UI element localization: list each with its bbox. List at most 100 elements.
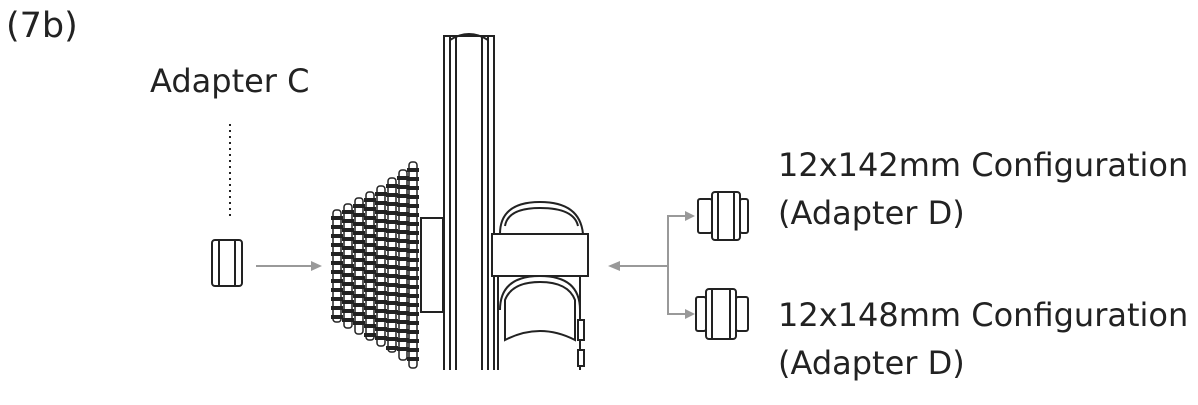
cog-tooth bbox=[353, 258, 365, 262]
cog-tooth bbox=[353, 312, 365, 316]
cog-tooth bbox=[386, 310, 398, 314]
cog-tooth bbox=[407, 348, 419, 352]
cog-tooth bbox=[364, 306, 376, 310]
cog-tooth bbox=[364, 288, 376, 292]
cog-tooth bbox=[364, 324, 376, 328]
cog-tooth bbox=[407, 339, 419, 343]
cog-tooth bbox=[397, 302, 409, 306]
cog-tooth bbox=[375, 210, 387, 214]
cog-tooth bbox=[386, 193, 398, 197]
cog-tooth bbox=[331, 270, 343, 274]
cog-tooth bbox=[386, 274, 398, 278]
cog-tooth bbox=[407, 222, 419, 226]
cog-tooth bbox=[407, 195, 419, 199]
cog-tooth bbox=[407, 312, 419, 316]
cog-tooth bbox=[375, 273, 387, 277]
cog-tooth bbox=[353, 231, 365, 235]
cog-tooth bbox=[397, 176, 409, 180]
cog-tooth bbox=[342, 219, 354, 223]
cog-tooth bbox=[342, 210, 354, 214]
cog-tooth bbox=[364, 261, 376, 265]
cog-tooth bbox=[407, 303, 419, 307]
cog-tooth bbox=[386, 337, 398, 341]
cog-tooth bbox=[407, 204, 419, 208]
cog-tooth bbox=[375, 291, 387, 295]
cog-tooth bbox=[375, 192, 387, 196]
cog-tooth bbox=[386, 301, 398, 305]
cog-tooth bbox=[375, 219, 387, 223]
cog-tooth bbox=[331, 315, 343, 319]
cog-tooth bbox=[407, 213, 419, 217]
cog-tooth bbox=[407, 294, 419, 298]
cog-tooth bbox=[364, 297, 376, 301]
cog-tooth bbox=[407, 321, 419, 325]
cog-tooth bbox=[375, 318, 387, 322]
cog-tooth bbox=[331, 288, 343, 292]
cog-tooth bbox=[375, 246, 387, 250]
cog-tooth bbox=[397, 347, 409, 351]
cog-tooth bbox=[364, 252, 376, 256]
cog-tooth bbox=[364, 225, 376, 229]
cog-tooth bbox=[342, 237, 354, 241]
cog-tooth bbox=[386, 202, 398, 206]
cog-tooth bbox=[375, 309, 387, 313]
cog-tooth bbox=[331, 297, 343, 301]
cog-tooth bbox=[353, 285, 365, 289]
cog-tooth bbox=[386, 292, 398, 296]
cog-tooth bbox=[342, 228, 354, 232]
cog-tooth bbox=[331, 225, 343, 229]
cog-tooth bbox=[386, 247, 398, 251]
cog-tooth bbox=[386, 319, 398, 323]
cog-tooth bbox=[364, 333, 376, 337]
cog-tooth bbox=[353, 222, 365, 226]
cog-tooth bbox=[375, 201, 387, 205]
cog-tooth bbox=[386, 283, 398, 287]
cog-tooth bbox=[397, 338, 409, 342]
cog-tooth bbox=[364, 207, 376, 211]
cog-tooth bbox=[331, 216, 343, 220]
cog-tooth bbox=[342, 255, 354, 259]
cog-tooth bbox=[353, 294, 365, 298]
cog-tooth bbox=[375, 300, 387, 304]
cog-tooth bbox=[397, 329, 409, 333]
cog-tooth bbox=[353, 213, 365, 217]
cog-tooth bbox=[353, 267, 365, 271]
cog-tooth bbox=[386, 220, 398, 224]
cog-tooth bbox=[364, 234, 376, 238]
axle-housing bbox=[491, 200, 589, 370]
step-label: (7b) bbox=[6, 6, 78, 46]
cog-tooth bbox=[364, 315, 376, 319]
adapter-c-arrow bbox=[256, 261, 322, 271]
cog-tooth bbox=[407, 258, 419, 262]
cog-tooth bbox=[375, 228, 387, 232]
cog-tooth bbox=[397, 266, 409, 270]
cog-tooth bbox=[397, 311, 409, 315]
cog-tooth bbox=[386, 346, 398, 350]
cog-tooth bbox=[397, 221, 409, 225]
config-148-label: 12x148mm Configuration bbox=[778, 296, 1189, 334]
cog-tooth bbox=[397, 320, 409, 324]
cog-tooth bbox=[353, 321, 365, 325]
adapter-d-arrows bbox=[608, 211, 695, 319]
cog-tooth bbox=[342, 300, 354, 304]
cog-tooth bbox=[331, 306, 343, 310]
cog-tooth bbox=[407, 330, 419, 334]
adapter-c-label: Adapter C bbox=[150, 62, 310, 100]
cog-tooth bbox=[397, 212, 409, 216]
cog-tooth bbox=[331, 234, 343, 238]
cassette-hub bbox=[420, 217, 444, 313]
cog-tooth bbox=[407, 231, 419, 235]
config-148-adapter-label: (Adapter D) bbox=[778, 344, 965, 382]
cog-tooth bbox=[407, 249, 419, 253]
cog-tooth bbox=[386, 265, 398, 269]
cog-tooth bbox=[386, 229, 398, 233]
flywheel-disc bbox=[443, 33, 495, 370]
cog-tooth bbox=[342, 246, 354, 250]
cog-tooth bbox=[375, 282, 387, 286]
adapter-d-142-part bbox=[697, 191, 749, 241]
cog-tooth bbox=[397, 230, 409, 234]
cog-tooth bbox=[397, 203, 409, 207]
cog-tooth bbox=[331, 261, 343, 265]
cog-tooth bbox=[353, 249, 365, 253]
